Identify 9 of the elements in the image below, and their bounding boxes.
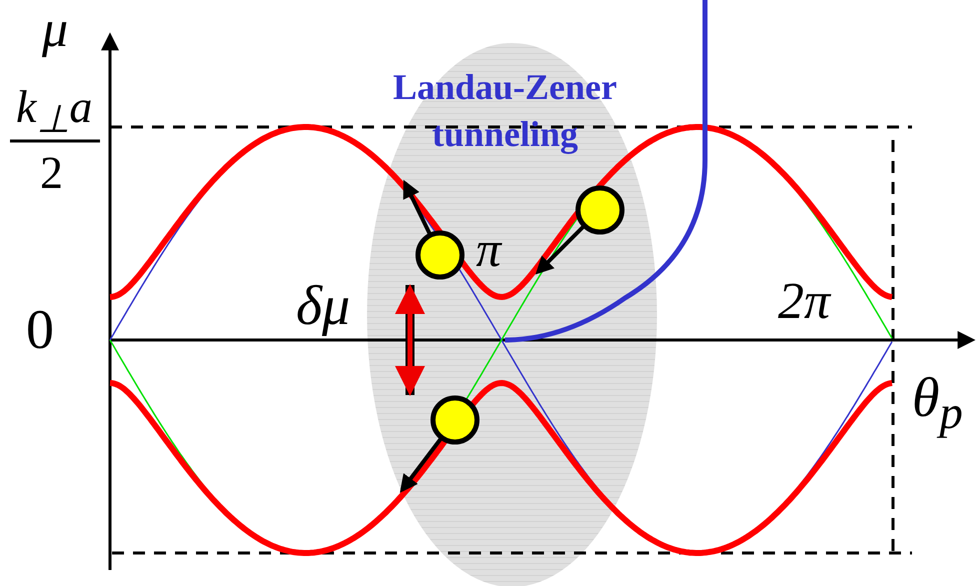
tick-label: 2π (778, 276, 830, 328)
axis-label: θ$_{p}$ (912, 370, 963, 437)
tick-label: k$_{⊥}$a (16, 84, 92, 140)
tick-label: 0 (26, 302, 54, 358)
annotation-text: Landau-Zener tunneling (392, 66, 618, 156)
axis-label: μ (42, 4, 68, 56)
gap-label: δμ (296, 278, 350, 334)
tick-label: 2 (40, 150, 63, 196)
tick-label: π (476, 224, 502, 274)
